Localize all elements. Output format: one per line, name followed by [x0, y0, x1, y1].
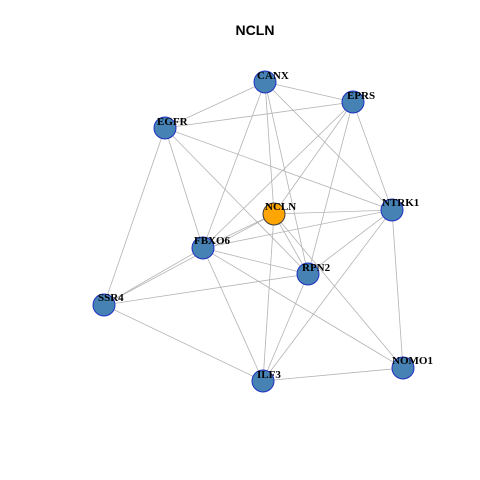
- edge-ntrk1-fbxo6: [202, 209, 393, 249]
- node-label-eprs: EPRS: [347, 90, 375, 102]
- node-label-ncln: NCLN: [265, 201, 296, 213]
- node-label-egfr: EGFR: [157, 116, 189, 128]
- node-ncln: [262, 202, 286, 226]
- edge-fbxo6-ilf3: [202, 247, 264, 382]
- label-layer: CANX EPRS EGFR NCLN NTRK1FBXO6RPN2SSR4NOMO1I…: [98, 70, 433, 381]
- node-ilf3: [251, 369, 275, 393]
- edge-canx-ncln: [264, 81, 275, 215]
- node-label-ilf3: ILF3: [257, 369, 281, 381]
- node-label-fbxo6: FBXO6: [194, 235, 231, 247]
- node-ntrk1: [380, 198, 404, 222]
- edge-rpn2-ssr4: [103, 273, 309, 306]
- node-nomo1: [391, 356, 415, 380]
- edge-egfr-fbxo6: [164, 127, 204, 249]
- edge-ncln-fbxo6: [202, 213, 275, 249]
- edge-ilf3-nomo1: [262, 367, 404, 382]
- edge-ntrk1-rpn2: [307, 209, 393, 275]
- node-rpn2: [296, 262, 320, 286]
- edge-rpn2-ilf3: [262, 273, 309, 382]
- node-canx: [253, 70, 277, 94]
- node-label-nomo1: NOMO1: [392, 355, 433, 367]
- edge-fbxo6-rpn2: [202, 247, 309, 275]
- edge-fbxo6-nomo1: [202, 247, 404, 369]
- node-label-ssr4: SSR4: [98, 292, 124, 304]
- edge-eprs-ntrk1: [352, 101, 393, 211]
- edge-ncln-ilf3: [262, 213, 275, 382]
- edge-layer: [103, 81, 404, 382]
- edge-egfr-rpn2: [164, 127, 309, 275]
- edge-canx-rpn2: [264, 81, 309, 275]
- edge-ncln-nomo1: [273, 213, 404, 369]
- node-layer: [92, 70, 415, 393]
- edge-ncln-ntrk1: [273, 209, 393, 215]
- edge-canx-eprs: [264, 81, 354, 103]
- edge-canx-egfr: [164, 81, 266, 129]
- edge-egfr-ssr4: [103, 127, 166, 306]
- edge-fbxo6-ssr4: [103, 247, 204, 306]
- edge-canx-ntrk1: [264, 81, 393, 211]
- edge-eprs-egfr: [164, 101, 354, 129]
- edge-ntrk1-ilf3: [262, 209, 393, 382]
- node-label-rpn2: RPN2: [302, 262, 331, 274]
- node-label-ntrk1: NTRK1: [382, 197, 419, 209]
- node-ssr4: [92, 293, 116, 317]
- edge-ncln-ssr4: [103, 213, 275, 306]
- node-label-canx: CANX: [257, 70, 289, 82]
- edge-ssr4-ilf3: [103, 304, 264, 382]
- graph-title: NCLN: [236, 22, 275, 38]
- node-egfr: [153, 116, 177, 140]
- edge-ntrk1-nomo1: [391, 209, 404, 369]
- node-fbxo6: [191, 236, 215, 260]
- edge-eprs-ncln: [273, 101, 354, 215]
- node-eprs: [341, 90, 365, 114]
- edge-egfr-ntrk1: [164, 127, 393, 211]
- edge-canx-fbxo6: [202, 81, 266, 249]
- edge-eprs-fbxo6: [202, 101, 354, 249]
